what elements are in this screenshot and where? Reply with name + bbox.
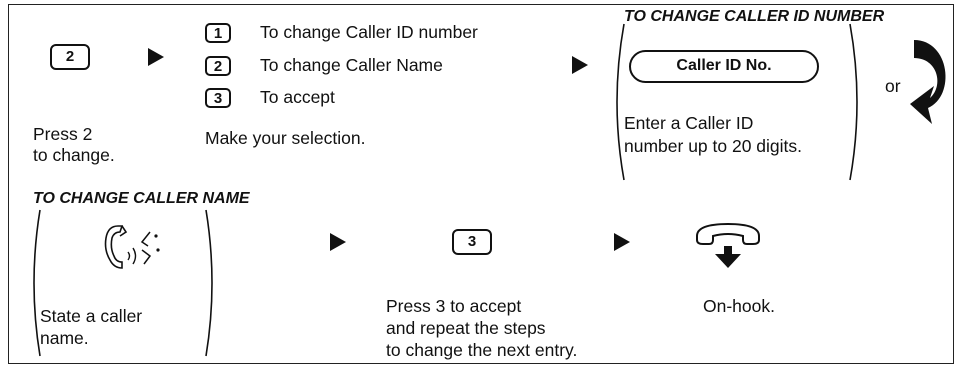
arrow-right-icon [148,48,164,66]
option-key-2: 2 [205,56,231,76]
right-paren-icon [849,23,858,181]
arrow-right-icon [614,233,630,251]
caller-id-no-button: Caller ID No. [629,50,819,83]
curved-arrow-icon [910,40,946,124]
step1-caption-line2: to change. [33,145,115,165]
option-label-1: To change Caller ID number [260,22,478,42]
onhook-caption: On-hook. [703,296,775,316]
left-paren-icon [33,209,41,357]
key-3: 3 [452,229,492,255]
or-label: or [885,76,901,96]
arrow-right-icon [572,56,588,74]
caller-name-caption-line2: name. [40,328,89,348]
left-paren-icon [616,23,625,181]
right-paren-icon [205,209,213,357]
key-2: 2 [50,44,90,70]
accept-caption-line3: to change the next entry. [386,340,578,360]
arrow-right-icon [330,233,346,251]
step1-caption-line1: Press 2 [33,124,93,144]
option-label-2: To change Caller Name [260,55,443,75]
caller-id-number-caption-line2: number up to 20 digits. [624,136,803,156]
option-label-3: To accept [260,87,335,107]
option-key-3: 3 [205,88,231,108]
caller-id-number-caption-line1: Enter a Caller ID [624,113,754,133]
option-key-1: 1 [205,23,231,43]
caller-id-number-header: TO CHANGE CALLER ID NUMBER [624,8,885,25]
accept-caption-line1: Press 3 to accept [386,296,522,316]
speaking-person-icon [104,225,160,269]
instruction-panel [8,4,954,364]
accept-caption-line2: and repeat the steps [386,318,546,338]
caller-name-header: TO CHANGE CALLER NAME [33,190,250,207]
caller-name-caption-line1: State a caller [40,306,143,326]
options-caption: Make your selection. [205,128,366,148]
handset-down-icon [696,222,760,268]
